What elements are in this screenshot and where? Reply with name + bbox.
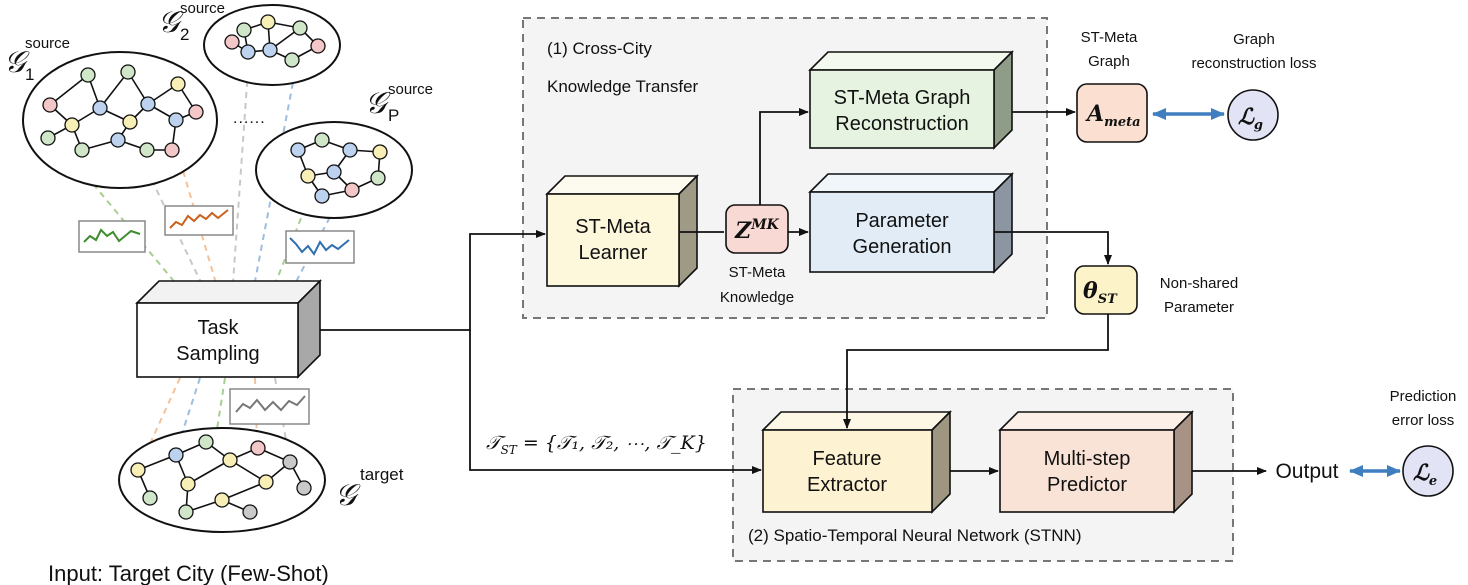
stnn-region-title: (2) Spatio-Temporal Neural Network (STNN… — [748, 526, 1081, 545]
a-meta-caption-1: ST-Meta — [1081, 29, 1138, 46]
connectors — [320, 108, 1267, 475]
timeseries-thumbnail-grey — [229, 388, 310, 425]
graph-reconstruction-box: ST-Meta Graph Reconstruction — [808, 50, 1014, 150]
task-set-formula: 𝒯ST = {𝒯₁, 𝒯₂, ⋯, 𝒯_K} — [486, 432, 707, 457]
zmk-token: ZMK — [725, 204, 789, 254]
label-source-p: 𝒢 source P — [365, 81, 433, 125]
zmk-caption-2: Knowledge — [720, 289, 794, 306]
svg-text:θST: θST — [1083, 278, 1118, 307]
svg-text:source: source — [388, 81, 433, 98]
generation-label-1: Parameter — [855, 210, 949, 232]
svg-text:P: P — [388, 106, 399, 125]
predictor-label-1: Multi-step — [1044, 448, 1131, 470]
source-graph-1 — [22, 51, 218, 189]
svg-text:ℒe: ℒe — [1413, 460, 1437, 489]
svg-text:target: target — [360, 465, 404, 484]
source-graph-p — [255, 121, 413, 219]
error-loss-token: ℒe — [1402, 445, 1454, 497]
task-sampling-label-2: Sampling — [176, 343, 259, 365]
output-label: Output — [1275, 460, 1338, 483]
target-graph — [118, 427, 326, 533]
transfer-region-title-1: (1) Cross-City — [547, 39, 652, 58]
generation-label-2: Generation — [853, 236, 952, 258]
error-loss-caption-2: error loss — [1392, 412, 1455, 429]
input-caption: Input: Target City (Few-Shot) — [48, 561, 329, 585]
task-sampling-box: Task Sampling — [135, 279, 322, 379]
label-source-2: 𝒢 source 2 — [158, 0, 225, 44]
a-meta-token: Ameta — [1076, 83, 1148, 143]
learner-label-1: ST-Meta — [575, 216, 651, 238]
timeseries-thumbnail-blue — [285, 230, 355, 264]
graph-loss-caption-2: reconstruction loss — [1191, 55, 1316, 72]
extractor-label-1: Feature — [813, 448, 882, 470]
predictor-label-2: Predictor — [1047, 474, 1127, 496]
svg-text:1: 1 — [25, 65, 34, 84]
timeseries-thumbnail-orange — [164, 205, 234, 236]
source-graph-2 — [203, 4, 341, 86]
theta-caption-1: Non-shared — [1160, 275, 1238, 292]
transfer-region-title-2: Knowledge Transfer — [547, 77, 699, 96]
task-sampling-label-1: Task — [197, 317, 239, 339]
st-meta-learner-box: ST-Meta Learner — [545, 174, 699, 288]
svg-text:Ameta: Ameta — [1085, 101, 1141, 130]
graph-loss-token: ℒg — [1227, 89, 1279, 141]
graphs-ellipsis: ...... — [233, 110, 266, 127]
svg-text:𝒢: 𝒢 — [335, 478, 361, 513]
multistep-predictor-box: Multi-step Predictor — [998, 410, 1194, 514]
extractor-label-2: Extractor — [807, 474, 887, 496]
timeseries-thumbnail-green — [78, 220, 146, 253]
label-target: 𝒢 target — [335, 465, 404, 513]
parameter-generation-box: Parameter Generation — [808, 172, 1014, 274]
svg-text:source: source — [25, 35, 70, 52]
feature-extractor-box: Feature Extractor — [761, 410, 952, 514]
svg-text:ZMK: ZMK — [734, 217, 780, 244]
reconstruction-label-2: Reconstruction — [835, 113, 968, 135]
reconstruction-label-1: ST-Meta Graph — [834, 87, 971, 109]
learner-label-2: Learner — [579, 242, 648, 264]
zmk-caption-1: ST-Meta — [729, 264, 786, 281]
svg-text:source: source — [180, 0, 225, 17]
svg-text:ℒg: ℒg — [1238, 104, 1263, 133]
theta-token: θST — [1074, 265, 1138, 315]
svg-text:2: 2 — [180, 25, 189, 44]
theta-caption-2: Parameter — [1164, 299, 1234, 316]
graph-loss-caption-1: Graph — [1233, 31, 1275, 48]
error-loss-caption-1: Prediction — [1390, 388, 1457, 405]
a-meta-caption-2: Graph — [1088, 53, 1130, 70]
